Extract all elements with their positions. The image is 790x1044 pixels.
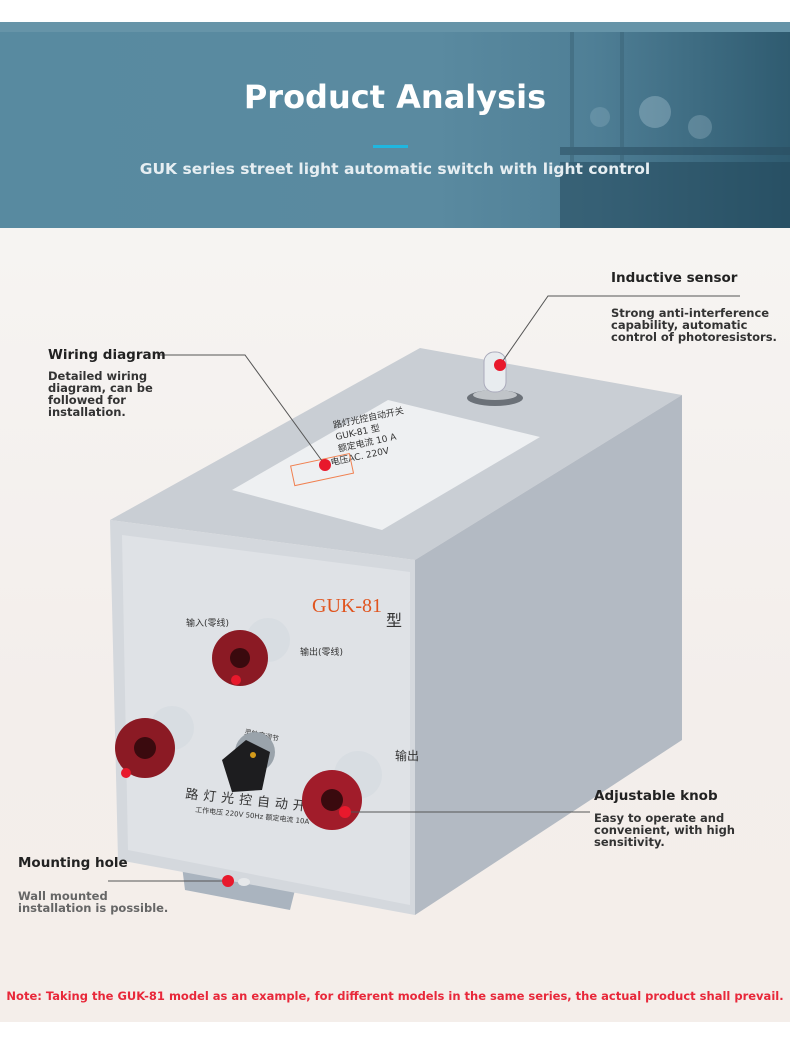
output-neutral-text: 输出(零线) — [300, 646, 343, 658]
terminal-input-neutral — [212, 618, 290, 686]
output-text: 输出 — [395, 748, 419, 763]
mounting-hole — [238, 878, 250, 886]
callout-title-mounting: Mounting hole — [18, 855, 128, 871]
terminal-input-live — [115, 706, 194, 778]
mounting-marker-dot — [222, 875, 234, 887]
terminal-marker-dot — [231, 675, 241, 685]
street-scene-image — [560, 32, 790, 228]
sensor-marker-dot — [494, 359, 506, 371]
callout-title-sensor: Inductive sensor — [611, 270, 738, 286]
box-side-face — [415, 395, 682, 915]
callout-title-wiring: Wiring diagram — [48, 347, 166, 363]
disclaimer-note: Note: Taking the GUK-81 model as an exam… — [6, 989, 784, 1003]
callout-desc-wiring: Detailed wiring diagram, can be followed… — [48, 369, 153, 419]
terminal-marker-dot — [121, 768, 131, 778]
sensor-dome — [483, 351, 507, 393]
knob-marker-dot — [339, 806, 351, 818]
title-accent-line — [373, 145, 408, 148]
model-suffix: 型 — [386, 611, 402, 630]
header-banner: Product Analysis GUK series street light… — [0, 22, 790, 228]
wiring-marker-dot — [319, 459, 331, 471]
sensitivity-knob — [222, 732, 275, 792]
callout-desc-knob: Easy to operate and convenient, with hig… — [594, 811, 735, 849]
wiring-label — [232, 400, 540, 530]
model-text: GUK-81 — [312, 595, 382, 617]
callout-desc-sensor: Strong anti-interference capability, aut… — [611, 306, 777, 344]
banner-top-strip — [0, 22, 790, 32]
callout-title-knob: Adjustable knob — [594, 788, 718, 804]
callout-desc-mounting: Wall mounted installation is possible. — [18, 889, 169, 915]
page-subtitle: GUK series street light automatic switch… — [139, 160, 651, 178]
input-neutral-text: 输入(零线) — [186, 617, 229, 629]
page-title: Product Analysis — [243, 78, 547, 116]
circuit-diagram — [290, 452, 355, 487]
